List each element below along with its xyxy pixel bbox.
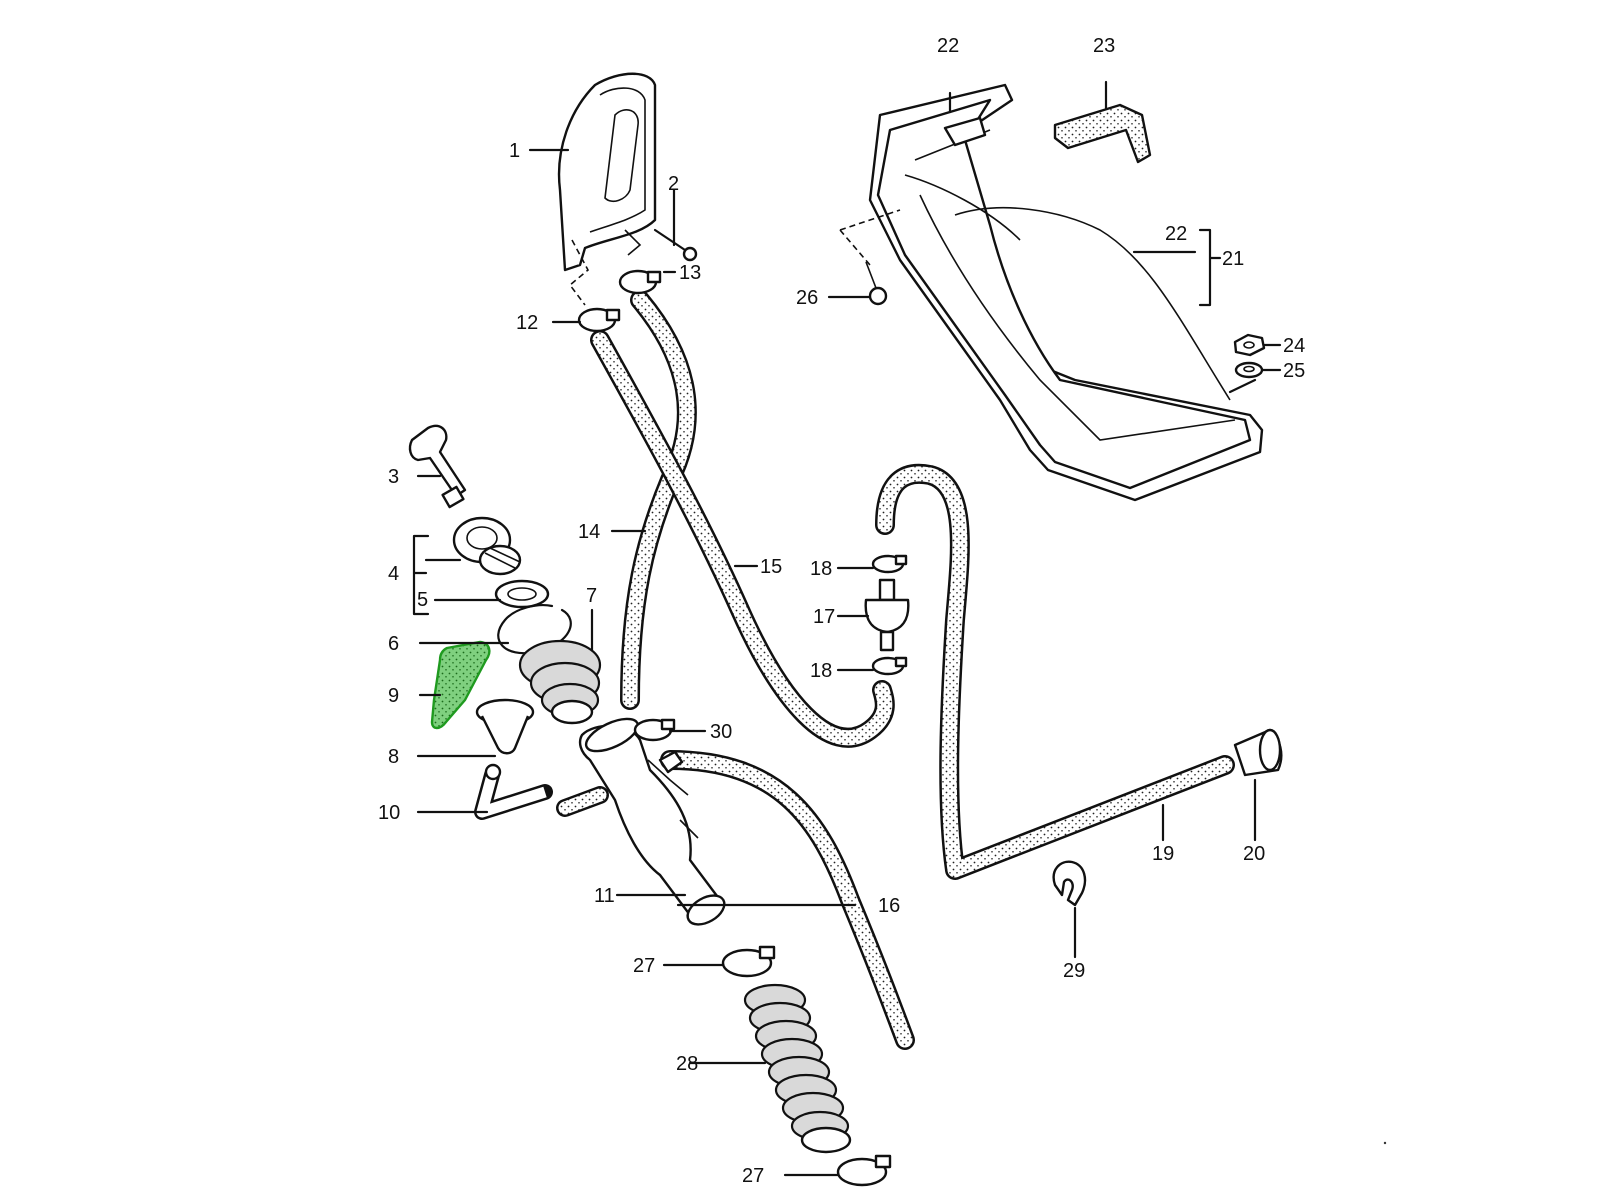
hose-clamp-27-lower[interactable] xyxy=(836,1154,892,1187)
filler-flap-housing[interactable] xyxy=(557,72,657,272)
label-24: 24 xyxy=(1283,335,1305,357)
label-13: 13 xyxy=(679,262,701,284)
screw-26[interactable] xyxy=(839,209,901,306)
label-28: 28 xyxy=(676,1053,698,1075)
foam-pad-23[interactable] xyxy=(1053,103,1152,164)
dashed-leader xyxy=(568,239,590,306)
drain-funnel[interactable] xyxy=(475,698,535,755)
label-21: 21 xyxy=(1222,248,1244,270)
label-29: 29 xyxy=(1063,960,1085,982)
label-26: 26 xyxy=(796,287,818,309)
filler-neck-grommet[interactable] xyxy=(518,639,602,725)
label-18-lower: 18 xyxy=(810,660,832,682)
label-5: 5 xyxy=(417,589,428,611)
label-12: 12 xyxy=(516,312,538,334)
snap-ring[interactable] xyxy=(497,604,572,655)
label-23: 23 xyxy=(1093,35,1115,57)
label-14: 14 xyxy=(578,521,600,543)
hose-clamp-27-upper[interactable] xyxy=(721,945,776,978)
hose-clamp-18-lower[interactable] xyxy=(871,656,908,676)
flap-seal-highlighted[interactable] xyxy=(430,640,491,730)
hose-10-sleeve[interactable] xyxy=(556,786,609,817)
label-4: 4 xyxy=(388,563,399,585)
label-17: 17 xyxy=(813,606,835,628)
gasket-ring[interactable] xyxy=(494,579,550,609)
filler-neck[interactable] xyxy=(578,712,729,930)
label-18-upper: 18 xyxy=(810,558,832,580)
drain-tube[interactable] xyxy=(474,763,553,820)
label-22-top: 22 xyxy=(937,35,959,57)
label-27-lower: 27 xyxy=(742,1165,764,1187)
label-10: 10 xyxy=(378,802,400,824)
washer-25[interactable] xyxy=(1234,361,1264,379)
hose-19[interactable] xyxy=(875,463,1235,880)
label-2: 2 xyxy=(668,173,679,195)
stray-dot xyxy=(1383,1141,1387,1145)
hose-grommet-20[interactable] xyxy=(1233,728,1283,777)
corrugated-hose[interactable] xyxy=(743,983,852,1154)
label-6: 6 xyxy=(388,633,399,655)
label-11: 11 xyxy=(594,885,615,907)
label-27-upper: 27 xyxy=(633,955,655,977)
label-3: 3 xyxy=(388,466,399,488)
label-15: 15 xyxy=(760,556,782,578)
hose-16[interactable] xyxy=(660,750,915,1050)
lock-cylinder-key[interactable] xyxy=(408,424,467,509)
check-valve[interactable] xyxy=(864,578,910,652)
hose-clamp-12[interactable] xyxy=(577,307,621,333)
filler-cap[interactable] xyxy=(452,516,522,576)
label-9: 9 xyxy=(388,685,399,707)
air-duct-21[interactable] xyxy=(868,83,1264,502)
label-1: 1 xyxy=(509,140,520,162)
screw-2[interactable] xyxy=(653,228,698,262)
label-7: 7 xyxy=(586,585,597,607)
label-22-bracket: 22 xyxy=(1165,223,1187,245)
label-20: 20 xyxy=(1243,843,1265,865)
hose-clamp-18-upper[interactable] xyxy=(871,554,908,574)
part-labels: 1 2 3 4 5 6 7 8 9 10 11 12 13 14 15 16 1… xyxy=(378,35,1305,1187)
nut-24[interactable] xyxy=(1233,333,1266,357)
label-16: 16 xyxy=(878,895,900,917)
hose-clip-29[interactable] xyxy=(1052,860,1087,907)
label-8: 8 xyxy=(388,746,399,768)
hose-15[interactable] xyxy=(590,330,895,748)
label-25: 25 xyxy=(1283,360,1305,382)
hose-clamp-30[interactable] xyxy=(633,718,676,742)
leader-lines xyxy=(412,80,1282,1177)
label-19: 19 xyxy=(1152,843,1174,865)
hose-clamp-13[interactable] xyxy=(618,269,662,295)
label-30: 30 xyxy=(710,721,732,743)
